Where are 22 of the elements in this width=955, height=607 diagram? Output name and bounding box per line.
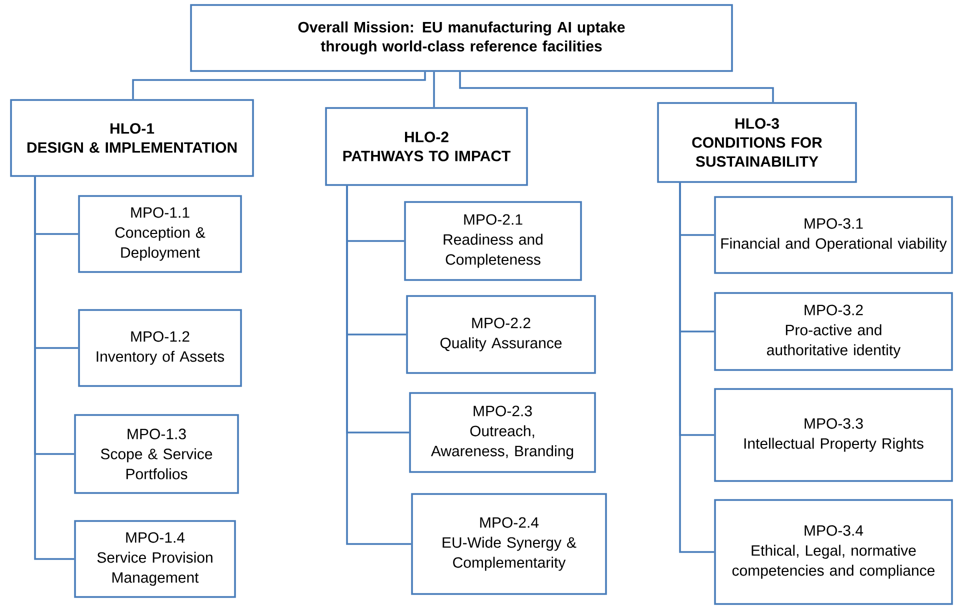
objective-box: HLO-1 DESIGN & IMPLEMENTATION (10, 99, 254, 177)
sub-objective-box: MPO-1.3 Scope & Service Portfolios (74, 414, 239, 494)
sub-objective-box: MPO-1.4 Service Provision Management (74, 520, 236, 598)
connector-line (346, 186, 412, 545)
sub-objective-box: MPO-3.3 Intellectual Property Rights (714, 388, 953, 482)
sub-objective-box: MPO-1.1 Conception & Deployment (78, 195, 242, 273)
connector-line (459, 72, 774, 102)
connector-line (679, 182, 714, 553)
sub-objective-box: MPO-2.1 Readiness and Completeness (404, 201, 582, 281)
connector-line (433, 72, 435, 108)
connector-line (34, 176, 74, 560)
sub-objective-box: MPO-2.3 Outreach, Awareness, Branding (409, 392, 596, 473)
sub-objective-box: MPO-2.4 EU-Wide Synergy & Complementarity (411, 493, 607, 595)
sub-objective-box: MPO-1.2 Inventory of Assets (78, 309, 242, 387)
connector-line (132, 72, 426, 100)
objective-box: HLO-3 CONDITIONS FOR SUSTAINABILITY (657, 102, 857, 183)
sub-objective-box: MPO-2.2 Quality Assurance (406, 295, 596, 374)
sub-objective-box: MPO-3.1 Financial and Operational viability (714, 196, 953, 274)
objective-box: HLO-2 PATHWAYS TO IMPACT (325, 107, 528, 186)
sub-objective-box: MPO-3.2 Pro-active and authoritative identity (714, 292, 953, 371)
sub-objective-box: MPO-3.4 Ethical, Legal, normative competencies and compliance (714, 499, 953, 605)
mission-box: Overall Mission: EU manufacturing AI uptake through world-class reference facilities (190, 4, 733, 72)
